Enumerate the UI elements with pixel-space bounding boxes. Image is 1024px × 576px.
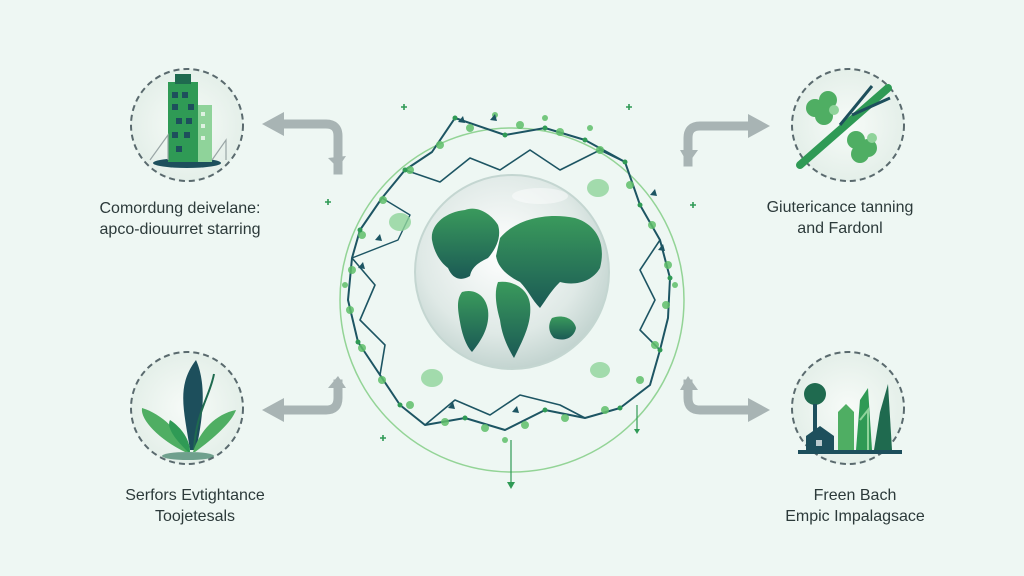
arrow-bottom-left [262, 376, 346, 422]
globe-icon [414, 174, 610, 370]
arrow-top-right [680, 114, 770, 167]
label-bottom-left-line1: Serfors Evtightance [125, 487, 265, 504]
arrow-top-left [262, 112, 346, 175]
label-bottom-right-line1: Freen Bach [813, 487, 897, 504]
icon-circle-bottom-right [791, 351, 905, 465]
green-building-icon [149, 74, 227, 168]
network-ring [325, 104, 696, 489]
label-top-right-line2: and Fardonl [797, 220, 883, 237]
green-city-icon [798, 383, 902, 454]
label-bottom-right: Freen Bach Empic Impalagsace [745, 485, 965, 527]
label-top-left-line2: apco-diouurret starring [99, 221, 261, 238]
icon-circle-top-right [791, 68, 905, 182]
label-top-right-line1: Giutericance tanning [766, 199, 914, 216]
label-bottom-right-line2: Empic Impalagsace [785, 508, 925, 525]
label-top-right: Giutericance tanning and Fardonl [730, 197, 950, 239]
wind-turbine-icon [796, 84, 892, 169]
icon-circle-bottom-left [130, 351, 244, 465]
label-bottom-left-line2: Toojetesals [154, 508, 236, 525]
arrow-bottom-right [680, 376, 770, 422]
label-top-left: Comordung deivelane: apco-diouurret star… [60, 198, 300, 240]
label-top-left-line1: Comordung deivelane: [99, 200, 261, 217]
tropical-plants-icon [141, 360, 236, 460]
icon-circle-top-left [130, 68, 244, 182]
label-bottom-left: Serfors Evtightance Toojetesals [75, 485, 315, 527]
